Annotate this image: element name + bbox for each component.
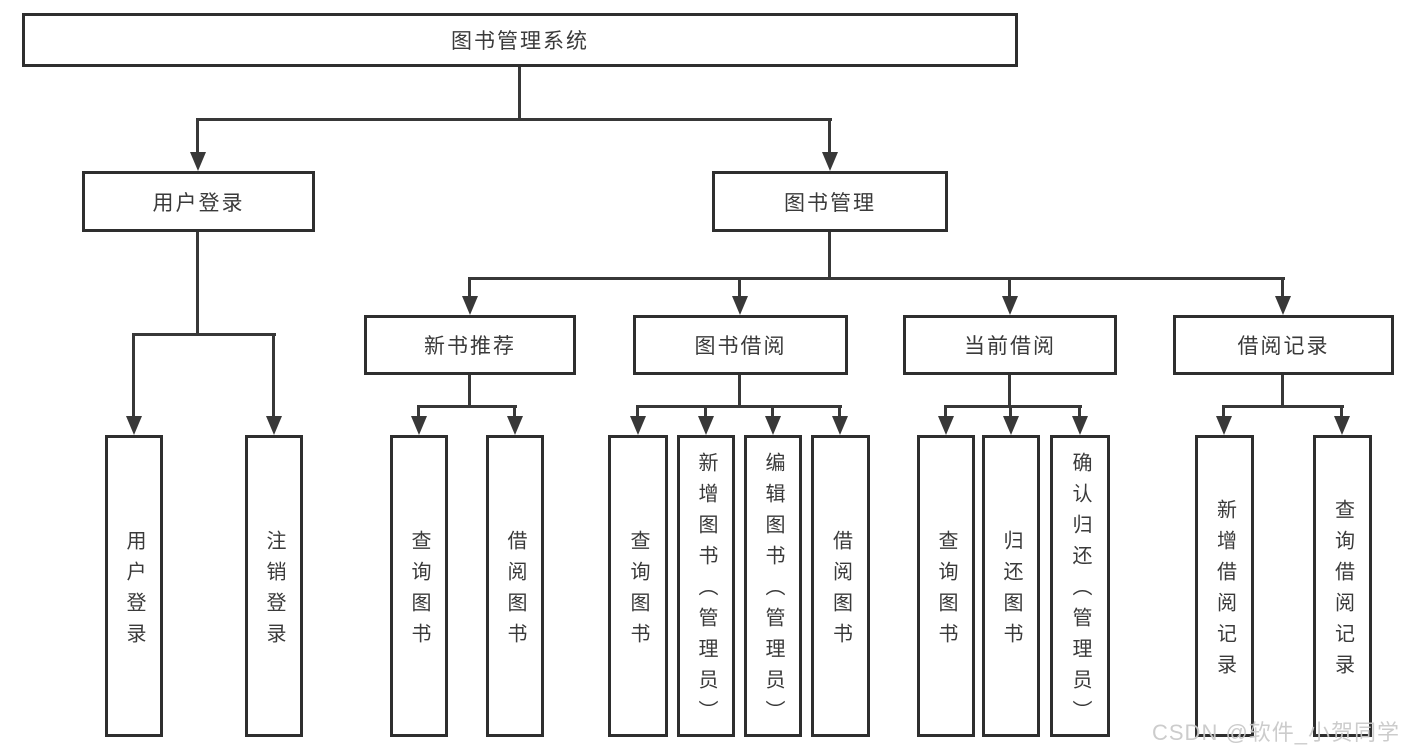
node-label: 图书管理 <box>784 191 876 215</box>
connector-line <box>132 333 135 419</box>
connector-line <box>738 375 741 408</box>
connector-line <box>1222 405 1344 408</box>
leaf-label: 确认归还（管理员） <box>1069 452 1091 731</box>
leaf-edit-book-admin: 编辑图书（管理员） <box>744 435 802 737</box>
leaf-query-books-current: 查询图书 <box>917 435 975 737</box>
node-label: 当前借阅 <box>964 335 1056 358</box>
arrow-down-icon <box>126 416 142 435</box>
leaf-borrow-books: 借阅图书 <box>811 435 870 737</box>
arrow-down-icon <box>1334 416 1350 435</box>
connector-line <box>132 333 276 336</box>
leaf-label: 借阅图书 <box>829 529 852 654</box>
connector-line <box>1008 375 1011 408</box>
connector-line <box>1340 405 1343 419</box>
node-book-borrow: 图书借阅 <box>633 315 848 375</box>
leaf-query-borrow-record: 查询借阅记录 <box>1313 435 1372 737</box>
leaf-return-book: 归还图书 <box>982 435 1040 737</box>
connector-line <box>738 277 741 299</box>
arrow-down-icon <box>507 416 523 435</box>
arrow-down-icon <box>765 416 781 435</box>
connector-line <box>944 405 1082 408</box>
connector-line <box>417 405 420 419</box>
leaf-borrow-books-recommend: 借阅图书 <box>486 435 544 737</box>
arrow-down-icon <box>1216 416 1232 435</box>
connector-line <box>1009 405 1012 419</box>
arrow-down-icon <box>822 152 838 171</box>
csdn-watermark: CSDN @软件_小贺同学 <box>1152 720 1401 745</box>
connector-line <box>828 232 831 280</box>
connector-line <box>1281 277 1284 299</box>
connector-line <box>636 405 842 408</box>
leaf-user-login: 用户登录 <box>105 435 163 737</box>
node-user-login: 用户登录 <box>82 171 315 232</box>
node-label: 用户登录 <box>152 191 245 215</box>
leaf-query-books-borrow: 查询图书 <box>608 435 668 737</box>
connector-line <box>704 405 707 419</box>
connector-line <box>771 405 774 419</box>
arrow-down-icon <box>266 416 282 435</box>
leaf-label: 注销登录 <box>263 529 285 654</box>
arrow-down-icon <box>698 416 714 435</box>
node-label: 图书管理系统 <box>451 30 589 53</box>
arrow-down-icon <box>411 416 427 435</box>
leaf-label: 用户登录 <box>123 529 145 654</box>
connector-line <box>1281 375 1284 408</box>
leaf-label: 查询图书 <box>408 529 430 654</box>
arrow-down-icon <box>732 296 748 315</box>
node-root-library-system: 图书管理系统 <box>22 13 1018 67</box>
connector-line <box>518 67 521 119</box>
leaf-logout: 注销登录 <box>245 435 303 737</box>
connector-line <box>944 405 947 419</box>
node-label: 借阅记录 <box>1237 335 1330 358</box>
connector-line <box>1078 405 1081 419</box>
leaf-label: 新增借阅记录 <box>1213 498 1236 685</box>
node-label: 新书推荐 <box>424 335 516 358</box>
node-book-management: 图书管理 <box>712 171 948 232</box>
connector-line <box>196 232 199 336</box>
leaf-label: 编辑图书（管理员） <box>762 452 784 731</box>
leaf-add-book-admin: 新增图书（管理员） <box>677 435 735 737</box>
connector-line <box>196 118 832 121</box>
connector-line <box>1008 277 1011 299</box>
arrow-down-icon <box>190 152 206 171</box>
connector-line <box>417 405 517 408</box>
leaf-label: 查询图书 <box>627 529 649 654</box>
arrow-down-icon <box>938 416 954 435</box>
arrow-down-icon <box>630 416 646 435</box>
leaf-label: 查询借阅记录 <box>1331 498 1354 685</box>
connector-line <box>468 277 1285 280</box>
arrow-down-icon <box>1003 416 1019 435</box>
leaf-label: 归还图书 <box>1000 529 1022 654</box>
connector-line <box>468 277 471 299</box>
connector-line <box>196 118 199 155</box>
leaf-label: 查询图书 <box>935 529 957 654</box>
arrow-down-icon <box>1275 296 1291 315</box>
leaf-label: 新增图书（管理员） <box>695 452 717 731</box>
arrow-down-icon <box>462 296 478 315</box>
arrow-down-icon <box>832 416 848 435</box>
node-label: 图书借阅 <box>694 335 787 358</box>
node-current-borrow: 当前借阅 <box>903 315 1117 375</box>
connector-line <box>513 405 516 419</box>
connector-line <box>828 118 831 155</box>
connector-line <box>468 375 471 408</box>
leaf-add-borrow-record: 新增借阅记录 <box>1195 435 1254 737</box>
connector-line <box>1222 405 1225 419</box>
leaf-query-books-recommend: 查询图书 <box>390 435 448 737</box>
connector-line <box>838 405 841 419</box>
connector-line <box>636 405 639 419</box>
leaf-label: 借阅图书 <box>504 529 526 654</box>
node-new-book-recommend: 新书推荐 <box>364 315 576 375</box>
arrow-down-icon <box>1002 296 1018 315</box>
connector-line <box>272 333 275 419</box>
leaf-confirm-return-admin: 确认归还（管理员） <box>1050 435 1110 737</box>
node-borrow-records: 借阅记录 <box>1173 315 1394 375</box>
arrow-down-icon <box>1072 416 1088 435</box>
